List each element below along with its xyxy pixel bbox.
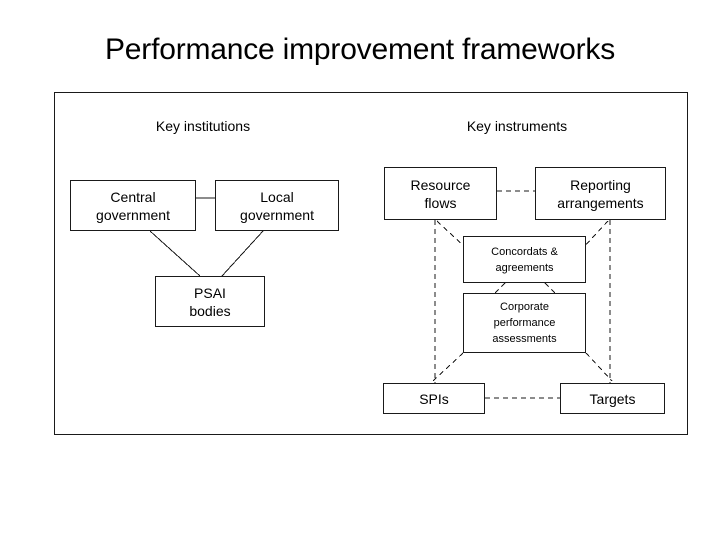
page-title: Performance improvement frameworks xyxy=(104,33,616,66)
node-label-spis: SPIs xyxy=(419,390,449,407)
node-targets[interactable]: Targets xyxy=(560,383,665,414)
section-header-key-instruments: Key instruments xyxy=(466,118,568,134)
section-header-key-institutions: Key institutions xyxy=(155,118,251,134)
node-concordats-agreements[interactable]: Concordats &agreements xyxy=(463,236,586,283)
node-spis[interactable]: SPIs xyxy=(383,383,485,414)
node-label-concordats-agreements: Concordats &agreements xyxy=(491,245,558,274)
node-label-targets: Targets xyxy=(589,390,636,407)
